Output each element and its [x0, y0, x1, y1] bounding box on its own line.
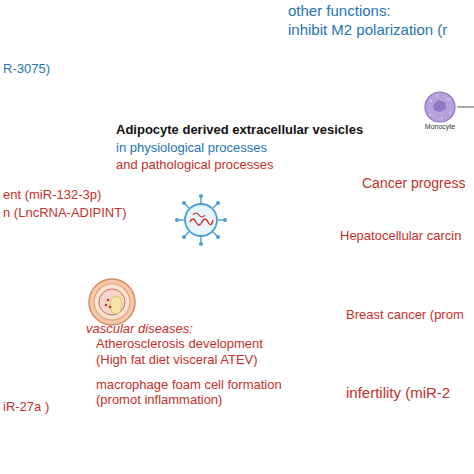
monocyte-symbol	[418, 91, 462, 123]
cell-icon: Monocyte	[418, 91, 462, 130]
annotation-label: Cancer progress	[362, 175, 466, 191]
annotation-label: infertility (miR-2	[346, 384, 450, 401]
node-label: Monocyte	[418, 123, 462, 130]
annotation-label: ent (miR-132-3p)	[3, 188, 101, 203]
annotation-label: Hepatocellular carcin	[340, 229, 461, 244]
diagram-title: Adipocyte derived extracellular vesicles	[116, 123, 363, 138]
annotation-label: (promot inflammation)	[96, 393, 222, 408]
annotation-label: iR-27a )	[3, 400, 49, 415]
leader-line	[457, 107, 474, 108]
annotation-label: inhibit M2 polarization (r	[288, 21, 447, 38]
artery-icon	[89, 279, 135, 325]
annotation-label: in physiological processes	[116, 141, 267, 156]
annotation-label: R-3075)	[3, 62, 50, 77]
annotation-label: macrophage foam cell formation	[96, 378, 282, 393]
annotation-label: and pathological processes	[116, 158, 274, 173]
annotation-label: (High fat diet visceral ATEV)	[96, 353, 258, 368]
annotation-label: other functions:	[288, 2, 391, 19]
annotation-label: Atherosclerosis development	[96, 337, 263, 352]
annotation-label: vascular diseases:	[86, 322, 193, 337]
annotation-label: n (LncRNA-ADIPINT)	[3, 206, 127, 221]
annotation-label: Breast cancer (prom	[346, 308, 464, 323]
vesicle-icon	[175, 194, 227, 246]
